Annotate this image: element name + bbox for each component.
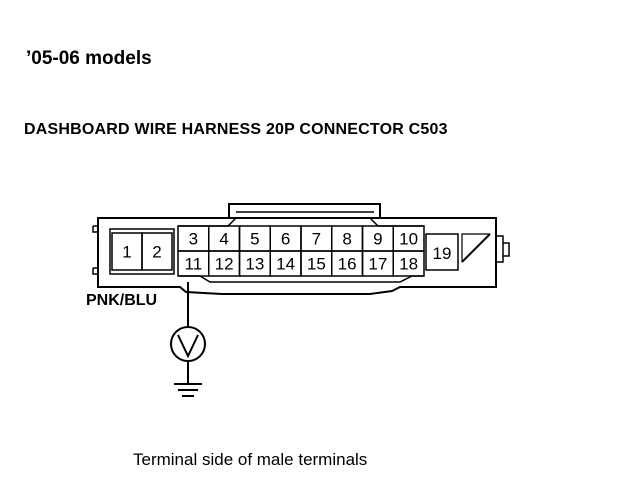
ground-icon bbox=[174, 361, 202, 397]
terminal-7-label: 7 bbox=[312, 230, 321, 249]
terminal-11-label: 11 bbox=[185, 255, 203, 274]
terminal-8-label: 8 bbox=[342, 230, 351, 249]
terminal-13-label: 13 bbox=[245, 255, 264, 274]
terminal-19-label: 19 bbox=[433, 244, 452, 263]
diagram-caption: Terminal side of male terminals bbox=[133, 450, 368, 469]
terminal-10-label: 10 bbox=[399, 230, 418, 249]
terminal-9-label: 9 bbox=[373, 230, 382, 249]
terminal-3-label: 3 bbox=[189, 230, 198, 249]
terminal-1-label: 1 bbox=[122, 243, 131, 262]
terminal-14-label: 14 bbox=[276, 255, 295, 274]
terminal-2-label: 2 bbox=[152, 243, 161, 262]
connector-title: DASHBOARD WIRE HARNESS 20P CONNECTOR C50… bbox=[24, 121, 448, 138]
terminal-2-cell bbox=[141, 232, 173, 271]
terminal-18-label: 18 bbox=[399, 255, 418, 274]
terminal-12-label: 12 bbox=[215, 255, 234, 274]
terminal-6-label: 6 bbox=[281, 230, 290, 249]
terminal-17-label: 17 bbox=[368, 255, 387, 274]
terminal-18-cell bbox=[392, 250, 425, 277]
terminal-15-label: 15 bbox=[307, 255, 326, 274]
terminal-16-label: 16 bbox=[338, 255, 357, 274]
terminal-5-label: 5 bbox=[250, 230, 259, 249]
voltmeter-icon bbox=[170, 326, 206, 362]
wire-color-label: PNK/BLU bbox=[86, 292, 158, 309]
terminal-4-label: 4 bbox=[219, 230, 228, 249]
models-label: ’05-06 models bbox=[26, 48, 152, 69]
